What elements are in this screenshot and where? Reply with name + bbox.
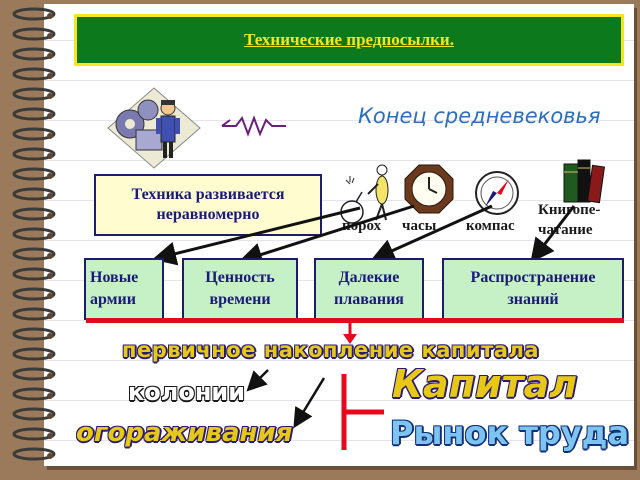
labor-market-text: Рынок труда — [390, 414, 630, 452]
technique-box-text: Техника развивается неравномерно — [131, 186, 285, 223]
spiral-hole — [47, 213, 53, 219]
slide-title: Технические предпосылки. — [244, 30, 454, 49]
ruled-line — [44, 160, 634, 161]
red-divider — [86, 318, 624, 323]
era-subtitle: Конец средневековья — [358, 104, 601, 128]
spiral-hole — [47, 53, 53, 59]
arrow-compass — [370, 204, 493, 262]
arrow-clock — [238, 204, 415, 266]
consequence-time-value: Ценность времени — [182, 258, 298, 320]
spiral-hole — [47, 453, 53, 459]
consequence-knowledge-text: Распространение знаний — [470, 269, 596, 308]
spiral-ring — [12, 107, 56, 121]
arrow-printing — [530, 205, 576, 263]
arrow-gunpowder — [152, 206, 361, 266]
spiral-ring — [12, 247, 56, 261]
worker-gears-icon — [107, 87, 201, 169]
spiral-ring — [12, 327, 56, 341]
spiral-ring — [12, 307, 56, 321]
spiral-ring — [12, 227, 56, 241]
spiral-ring — [12, 67, 56, 81]
ruled-line — [44, 120, 634, 121]
spiral-ring — [12, 267, 56, 281]
down-arrow-head — [343, 334, 357, 344]
spiral-ring — [12, 427, 56, 441]
spiral-hole — [47, 13, 53, 19]
spiral-hole — [47, 413, 53, 419]
consequence-new-armies: Новые армии — [84, 258, 164, 320]
label-compass: компас — [466, 218, 515, 234]
capital-text: Капитал — [392, 362, 578, 406]
spiral-hole — [47, 73, 53, 79]
spiral-hole — [47, 233, 53, 239]
consequence-voyages: Далекие плавания — [314, 258, 424, 320]
spiral-hole — [47, 33, 53, 39]
spiral-ring — [12, 187, 56, 201]
enclosures-text: огораживания — [76, 418, 293, 448]
ruled-line — [44, 200, 634, 201]
spiral-ring — [12, 407, 56, 421]
clock-icon — [404, 164, 454, 214]
spiral-ring — [12, 347, 56, 361]
spiral-hole — [47, 393, 53, 399]
spiral-ring — [12, 167, 56, 181]
spiral-ring — [12, 7, 56, 21]
zigzag-arrow-icon — [221, 115, 286, 137]
spiral-hole — [47, 273, 53, 279]
spiral-hole — [47, 333, 53, 339]
books-icon — [563, 159, 606, 204]
title-bar: Технические предпосылки. — [74, 14, 624, 66]
consequence-time-value-text: Ценность времени — [205, 269, 275, 308]
label-clock: часы — [402, 218, 437, 234]
ruled-line — [44, 240, 634, 241]
ruled-line — [44, 440, 634, 441]
ruled-line — [44, 360, 634, 361]
spiral-ring — [12, 127, 56, 141]
ruled-line — [44, 80, 634, 81]
spiral-hole — [47, 153, 53, 159]
spiral-ring — [12, 47, 56, 61]
spiral-ring — [12, 27, 56, 41]
spiral-hole — [47, 173, 53, 179]
consequence-new-armies-text: Новые армии — [90, 269, 139, 308]
spiral-hole — [47, 133, 53, 139]
spiral-hole — [47, 113, 53, 119]
consequence-voyages-text: Далекие плавания — [334, 269, 404, 308]
arrow-enclosures — [293, 377, 326, 429]
spiral-ring — [12, 87, 56, 101]
spiral-hole — [47, 93, 53, 99]
spiral-ring — [12, 447, 56, 461]
spiral-hole — [47, 313, 53, 319]
primitive-accumulation-text: первичное накопление капитала — [122, 338, 540, 362]
spiral-hole — [47, 353, 53, 359]
spiral-ring — [12, 147, 56, 161]
spiral-hole — [47, 253, 53, 259]
spiral-binding-icon — [12, 7, 56, 461]
consequence-knowledge: Распространение знаний — [442, 258, 624, 320]
spiral-ring — [12, 367, 56, 381]
technique-box: Техника развивается неравномерно — [94, 174, 322, 236]
compass-icon — [475, 171, 519, 215]
arrow-colonies — [246, 369, 269, 392]
colonies-text: колонии — [128, 378, 246, 406]
spiral-hole — [47, 433, 53, 439]
spiral-hole — [47, 373, 53, 379]
spiral-ring — [12, 287, 56, 301]
ruled-line — [44, 400, 634, 401]
label-gunpowder: порох — [342, 218, 382, 234]
spiral-hole — [47, 193, 53, 199]
spiral-ring — [12, 387, 56, 401]
spiral-hole — [47, 293, 53, 299]
spiral-ring — [12, 207, 56, 221]
